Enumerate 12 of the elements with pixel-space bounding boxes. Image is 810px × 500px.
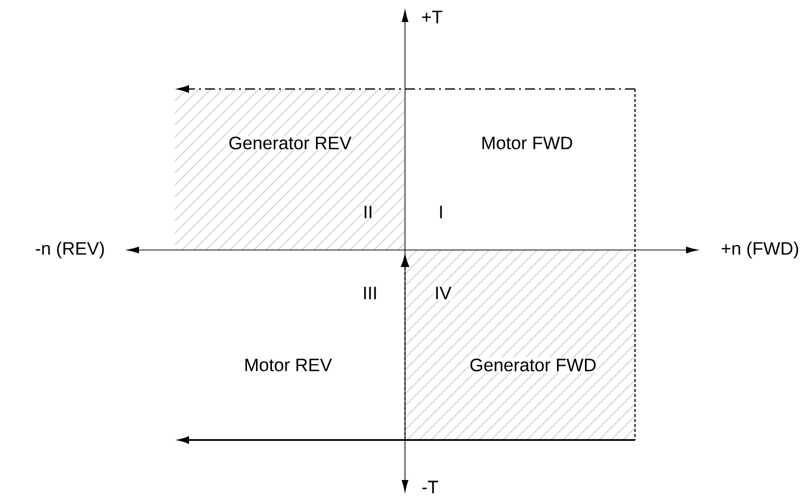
axis-label: -T xyxy=(420,480,440,494)
axis-label: +n (FWD) xyxy=(720,240,800,260)
quadrant-label: Motor FWD xyxy=(480,136,574,150)
quadrant-number: II xyxy=(362,204,374,220)
quadrant-number: I xyxy=(438,204,444,220)
quadrant-label: Motor REV xyxy=(243,358,334,372)
axis-label: -n (REV) xyxy=(34,240,106,260)
node-label: Generator FWD xyxy=(470,358,596,372)
quadrant-number: III xyxy=(362,286,378,300)
axis-label: +T xyxy=(420,10,444,24)
node-label: Generator REV xyxy=(229,136,352,150)
quadrant-number: IV xyxy=(434,286,453,300)
